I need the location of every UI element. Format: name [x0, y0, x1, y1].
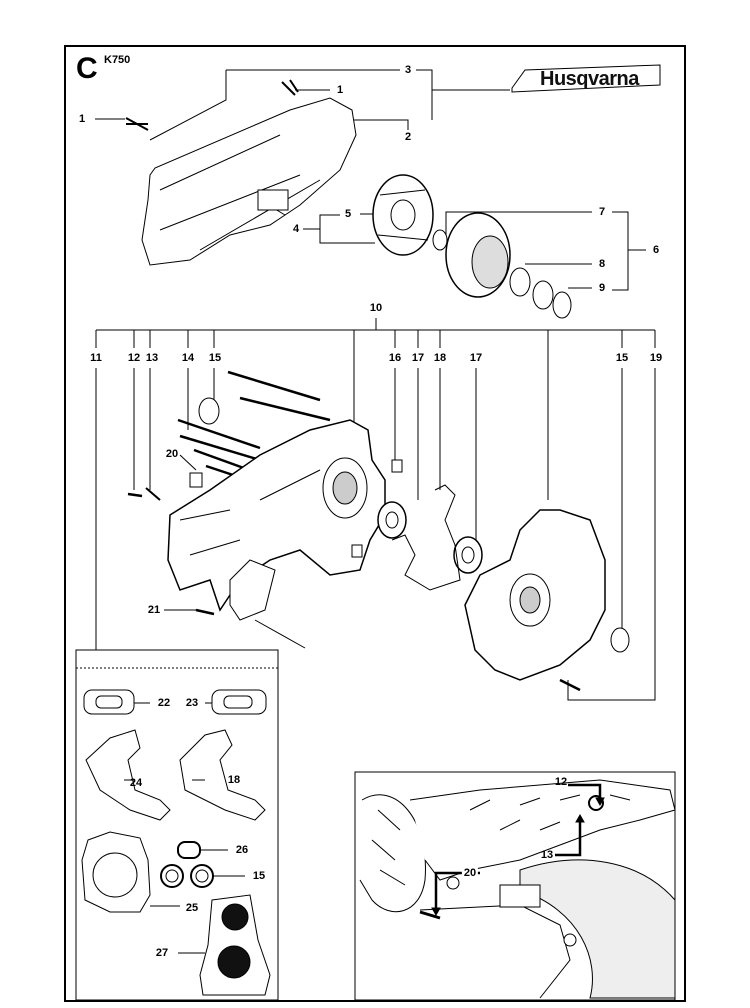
callout-15c: 15 [252, 870, 266, 882]
callout-3: 3 [404, 64, 412, 76]
callout-14: 14 [181, 352, 195, 364]
callout-2: 2 [404, 131, 412, 143]
callout-27: 27 [155, 947, 169, 959]
callout-10: 10 [369, 302, 383, 314]
screw-12 [127, 492, 143, 498]
callout-4: 4 [292, 223, 300, 235]
callout-11: 11 [90, 352, 102, 364]
clutch-shoes [372, 174, 434, 256]
clip-13 [145, 487, 161, 501]
callout-12: 12 [127, 352, 141, 364]
inset-rotor [359, 794, 426, 913]
section-letter: C [76, 52, 98, 85]
screw-19 [559, 678, 581, 692]
callout-8: 8 [598, 258, 606, 270]
callout-25: 25 [185, 902, 199, 914]
callout-16: 16 [388, 352, 402, 364]
callout-22: 22 [157, 697, 171, 709]
seal-14 [198, 397, 220, 425]
inset-round [446, 876, 460, 890]
callout-17a: 17 [411, 352, 425, 364]
inset-body [519, 859, 676, 999]
leader-19 [567, 368, 656, 701]
brand-logo-tag [511, 64, 661, 93]
inset-callout-20: 20 [461, 867, 479, 879]
dowel-a [391, 459, 403, 473]
leader-7 [445, 211, 592, 240]
inset-arrow-12 [568, 783, 602, 798]
gasket-18 [391, 484, 461, 591]
screw-21 [195, 608, 215, 616]
callout-5: 5 [344, 208, 352, 220]
callout-15b: 15 [615, 352, 629, 364]
bearing-8b [532, 280, 554, 310]
inset-plate [499, 884, 541, 908]
inset-arrow-13 [555, 822, 582, 857]
screw-1a [125, 117, 149, 131]
callout-17b: 17 [469, 352, 483, 364]
callout-20: 20 [165, 448, 179, 460]
callout-19: 19 [649, 352, 663, 364]
callout-18b: 18 [227, 774, 241, 786]
callout-9: 9 [598, 282, 606, 294]
seal-15b [610, 627, 630, 653]
callout-21: 21 [147, 604, 161, 616]
seal-15c-b [190, 864, 214, 888]
callout-26: 26 [235, 844, 249, 856]
mount-bracket [229, 559, 276, 621]
inset-callout-12: 12 [554, 776, 568, 788]
callout-18: 18 [433, 352, 447, 364]
seal-26 [177, 841, 201, 859]
callout-13: 13 [145, 352, 159, 364]
callout-15a: 15 [208, 352, 222, 364]
inset-screw-20 [419, 910, 441, 920]
long-bolts [177, 370, 331, 490]
callout-24: 24 [129, 777, 143, 789]
part-20 [189, 472, 203, 488]
bearing-17b [453, 536, 483, 574]
callout-7: 7 [598, 206, 606, 218]
gasket-18b [179, 729, 266, 821]
gasket-27 [199, 894, 271, 996]
dowel-b [351, 544, 363, 558]
leader-3 [149, 69, 510, 141]
bearing-8a [509, 267, 531, 297]
seal-15c-a [160, 864, 184, 888]
callout-1b: 1 [336, 84, 344, 96]
diagram-frame [64, 45, 686, 1002]
leader-2 [352, 119, 409, 130]
seal-9 [552, 291, 572, 319]
callout-23: 23 [185, 697, 199, 709]
callout-6: 6 [652, 244, 660, 256]
screw-1b [281, 79, 299, 96]
bushing [257, 189, 289, 211]
gasket-24 [85, 729, 171, 821]
inset-callout-13: 13 [540, 849, 554, 861]
callout-1a: 1 [78, 113, 86, 125]
belt-guard-cover [141, 97, 357, 266]
leader-10 [95, 318, 656, 500]
brand-logo: Husqvarna [540, 68, 639, 90]
leader-4 [303, 214, 375, 244]
leader-6 [612, 211, 646, 291]
model-label: K750 [104, 54, 131, 66]
washer [432, 229, 448, 251]
leader-20 [179, 454, 197, 471]
bearing-17a [377, 501, 407, 539]
